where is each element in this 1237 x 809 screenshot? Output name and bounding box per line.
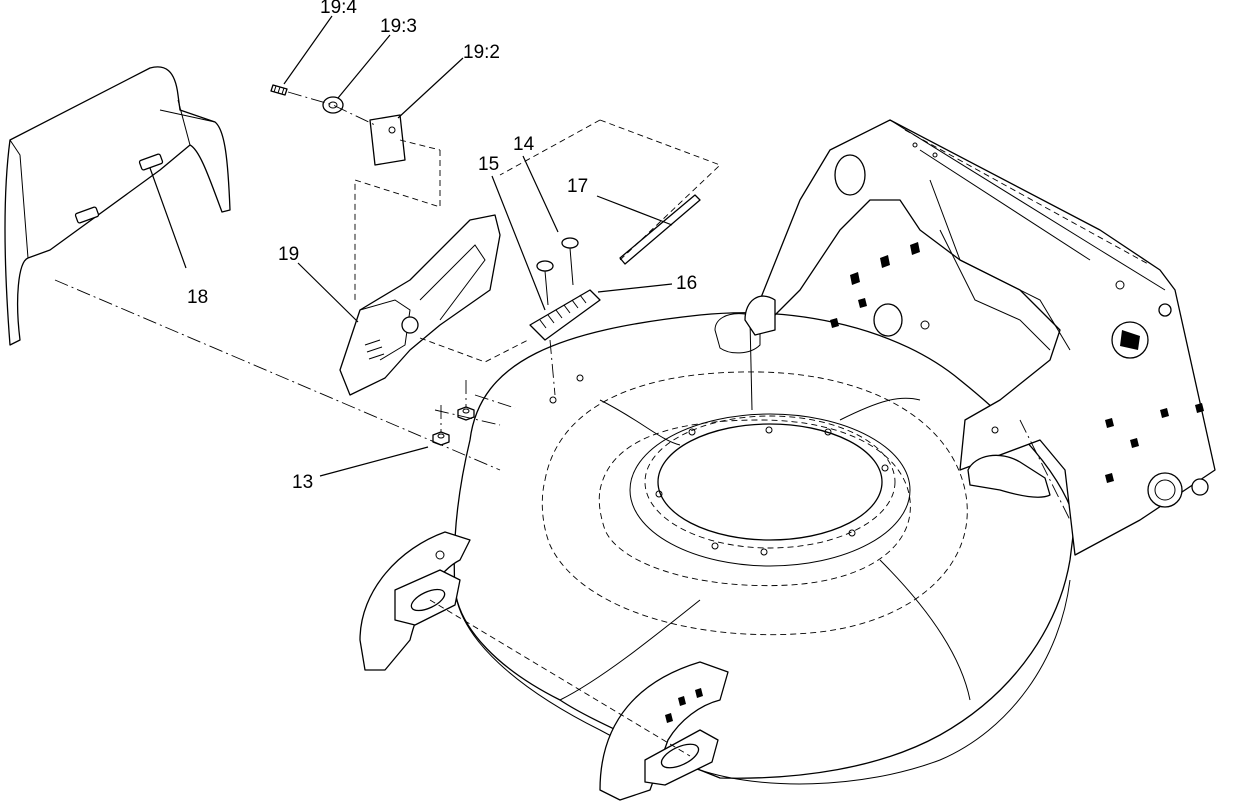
front-wheel-bracket-right	[599, 661, 729, 801]
callout-19-3: 19:3	[380, 16, 417, 37]
mower-deck	[453, 312, 1076, 785]
leader-lines	[149, 15, 673, 477]
rear-housing	[744, 119, 1216, 556]
assembly-lines	[54, 91, 721, 471]
callout-labels: 19:4 19:3 19:2 14 15 17 19 18 16 13	[187, 0, 697, 493]
callout-14: 14	[513, 134, 535, 155]
callout-17: 17	[567, 176, 588, 197]
callout-19-2: 19:2	[463, 42, 500, 63]
front-wheel-bracket-left	[359, 531, 471, 671]
callout-19: 19	[278, 244, 299, 265]
callout-19-4: 19:4	[320, 0, 357, 18]
hardware	[270, 84, 701, 446]
discharge-flap	[4, 66, 231, 346]
callout-13: 13	[292, 472, 313, 493]
axle-centerline	[429, 599, 691, 757]
callout-15: 15	[478, 154, 499, 175]
callout-18: 18	[187, 287, 208, 308]
height-adjust-lever	[339, 214, 501, 396]
callout-16: 16	[676, 273, 697, 294]
